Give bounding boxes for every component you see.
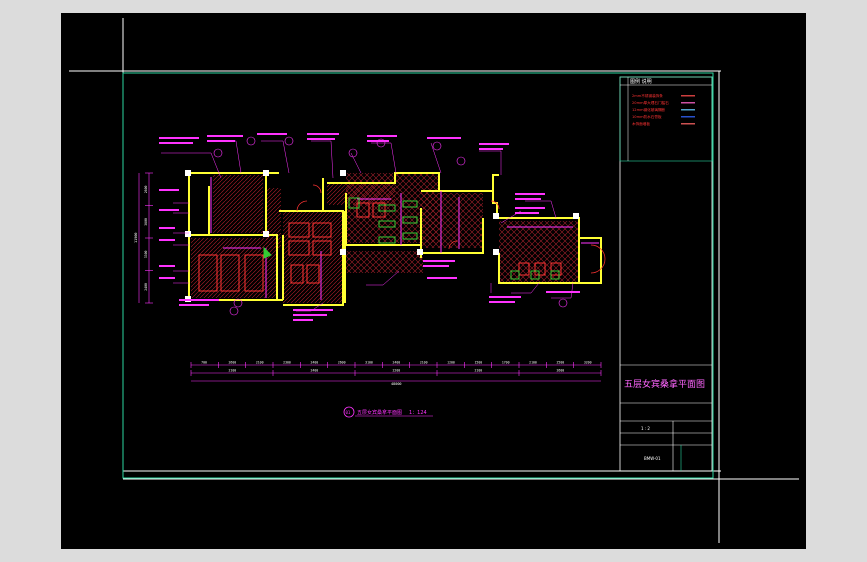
dimension-label: 2200: [393, 369, 401, 373]
legend-item-label: 20mm厚大理石门槛石: [632, 100, 669, 105]
plan-scale: 1：124: [409, 410, 427, 416]
left-overall-dimension: 11900: [134, 232, 138, 243]
dimension-label: 2600: [338, 361, 346, 365]
dimension-label: 3600: [144, 218, 148, 226]
cad-viewport: 图例 说明 2mm不锈钢装饰条 20mm厚大理石门槛石 12mm钢化玻璃隔断 10mm…: [61, 13, 806, 549]
title-block: 图例 说明 2mm不锈钢装饰条 20mm厚大理石门槛石 12mm钢化玻璃隔断 10mm…: [619, 76, 713, 472]
bottom-dimension-chain: 2100 2400 2200 2100 2600: [190, 369, 602, 376]
plan-caption-text: 五层女宾桑拿平面图: [357, 409, 402, 416]
legend-item-label: 木饰面墙板: [632, 121, 650, 126]
legend-header: 图例 说明: [630, 78, 652, 85]
dimension-label: 1500: [475, 361, 483, 365]
dimension-label: 2100: [256, 361, 264, 365]
dimension-label: 2300: [283, 361, 291, 365]
dimension-label: 2100: [229, 369, 237, 373]
dimension-label: 1200: [447, 361, 455, 365]
plan-caption: 01 五层女宾桑拿平面图 1：124: [343, 406, 433, 418]
dimension-label: 3100: [365, 361, 373, 365]
dimension-label: 2100: [529, 361, 537, 365]
dimension-label: 2100: [420, 361, 428, 365]
plan-index: 01: [346, 410, 351, 415]
annotation-text-blocks: [159, 133, 580, 321]
dimension-label: 2500: [557, 361, 565, 365]
legend-item-label: 12mm钢化玻璃隔断: [632, 107, 666, 112]
furniture: [198, 202, 562, 292]
dimension-label: 2600: [557, 369, 565, 373]
dimension-label: 700: [201, 361, 207, 365]
door-swings: [296, 184, 606, 274]
dimension-label: 2600: [144, 185, 148, 193]
dimension-label: 2400: [311, 369, 319, 373]
footer-code: BMW-01: [644, 456, 661, 461]
fixtures: [263, 197, 560, 280]
dimension-label: 1700: [502, 361, 510, 365]
dimension-label: 2100: [475, 369, 483, 373]
sheet-number: 1 : 2: [641, 426, 650, 431]
legend-item-label: 2mm不锈钢装饰条: [632, 93, 663, 98]
legend-list: 2mm不锈钢装饰条 20mm厚大理石门槛石 12mm钢化玻璃隔断 10mm防水石膏板木…: [632, 93, 695, 126]
floor-plan: 01 五层女宾桑拿平面图 1：124 700260021002300240026…: [134, 133, 606, 418]
floor-plan-drawing: 图例 说明 2mm不锈钢装饰条 20mm厚大理石门槛石 12mm钢化玻璃隔断 10mm…: [69, 18, 799, 543]
overall-dimension: 48000: [391, 382, 402, 386]
callout-circles: [213, 136, 568, 316]
partitions: [210, 177, 599, 300]
sheet-frame: [69, 18, 799, 543]
dimension-chains: 700 2600 2100 2300 2400 2600 3100 2400 2100 1200 1…: [134, 172, 602, 386]
top-dimension-chain: 700 2600 2100 2300 2400 2600 3100 2400 2100 1200 1…: [190, 361, 602, 368]
dimension-label: 3200: [584, 361, 592, 365]
drawing-title: 五层女宾桑拿平面图: [624, 378, 705, 390]
dimension-label: 3300: [144, 250, 148, 258]
left-dimension-chain: 2600 3600 3300 2400: [144, 172, 153, 304]
dimension-label: 2400: [393, 361, 401, 365]
dimension-label: 2400: [144, 283, 148, 291]
dimension-label: 2400: [311, 361, 319, 365]
walls: [188, 172, 602, 306]
legend-item-label: 10mm防水石膏板: [632, 114, 662, 119]
dimension-label: 2600: [229, 361, 237, 365]
